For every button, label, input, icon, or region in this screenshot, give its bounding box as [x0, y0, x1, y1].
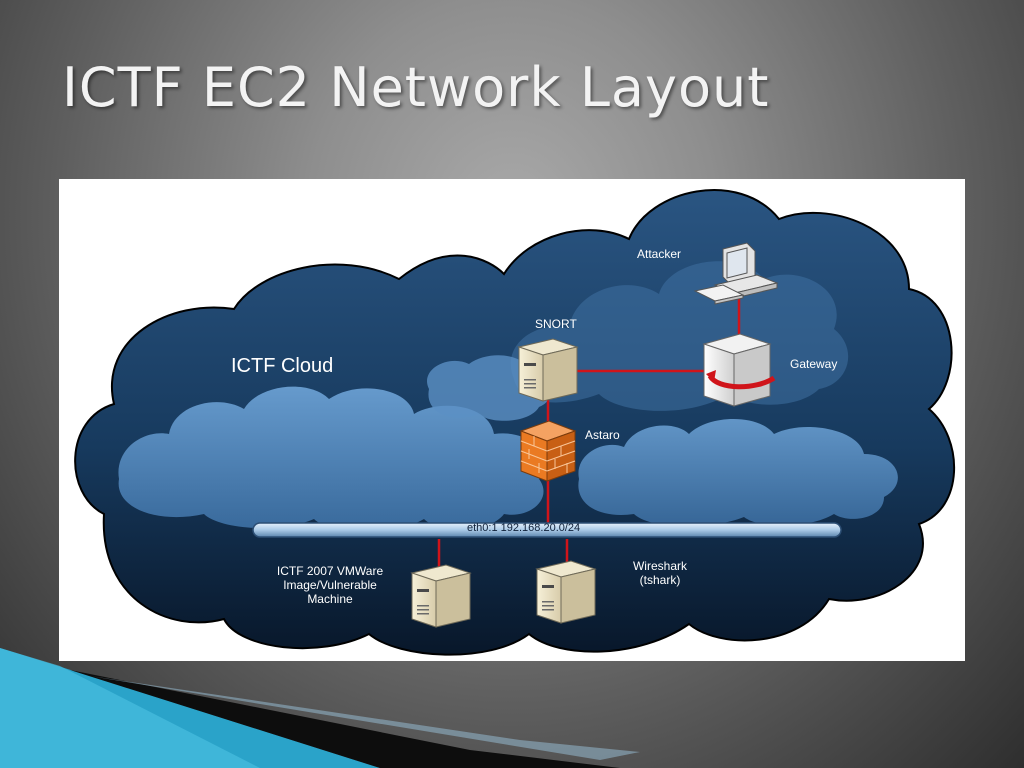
- network-diagram: ICTF Cloud Attacker SNORT Gateway Astaro…: [59, 179, 965, 661]
- vulnerable-label-line2: Image/Vulnerable: [283, 578, 377, 592]
- astaro-firewall-icon: [519, 420, 577, 482]
- astaro-label: Astaro: [585, 428, 620, 442]
- snort-server-icon: [518, 338, 578, 402]
- wireshark-label-line2: (tshark): [639, 573, 681, 587]
- network-bus: [252, 522, 842, 538]
- corner-decoration: [0, 648, 640, 768]
- wireshark-server-icon: [536, 560, 596, 624]
- gateway-icon: [702, 333, 776, 407]
- snort-label: SNORT: [535, 317, 577, 331]
- network-bus-label: eth0:1 192.168.20.0/24: [467, 522, 581, 534]
- wireshark-label: Wireshark (tshark): [615, 559, 705, 587]
- gateway-label: Gateway: [790, 357, 838, 371]
- cloud-label: ICTF Cloud: [231, 355, 334, 377]
- attacker-label: Attacker: [637, 247, 682, 261]
- vulnerable-label-line3: Machine: [307, 592, 353, 606]
- vulnerable-label-line1: ICTF 2007 VMWare: [276, 564, 384, 578]
- attacker-computer-icon: [693, 242, 779, 305]
- slide-title: ICTF EC2 Network Layout: [62, 56, 770, 119]
- diagram-canvas: [74, 189, 956, 656]
- wireshark-label-line1: Wireshark: [632, 559, 687, 573]
- vulnerable-machine-label: ICTF 2007 VMWare Image/Vulnerable Machin…: [245, 564, 415, 606]
- vulnerable-server-icon: [411, 564, 471, 628]
- ictf-cloud-shape: [74, 189, 956, 656]
